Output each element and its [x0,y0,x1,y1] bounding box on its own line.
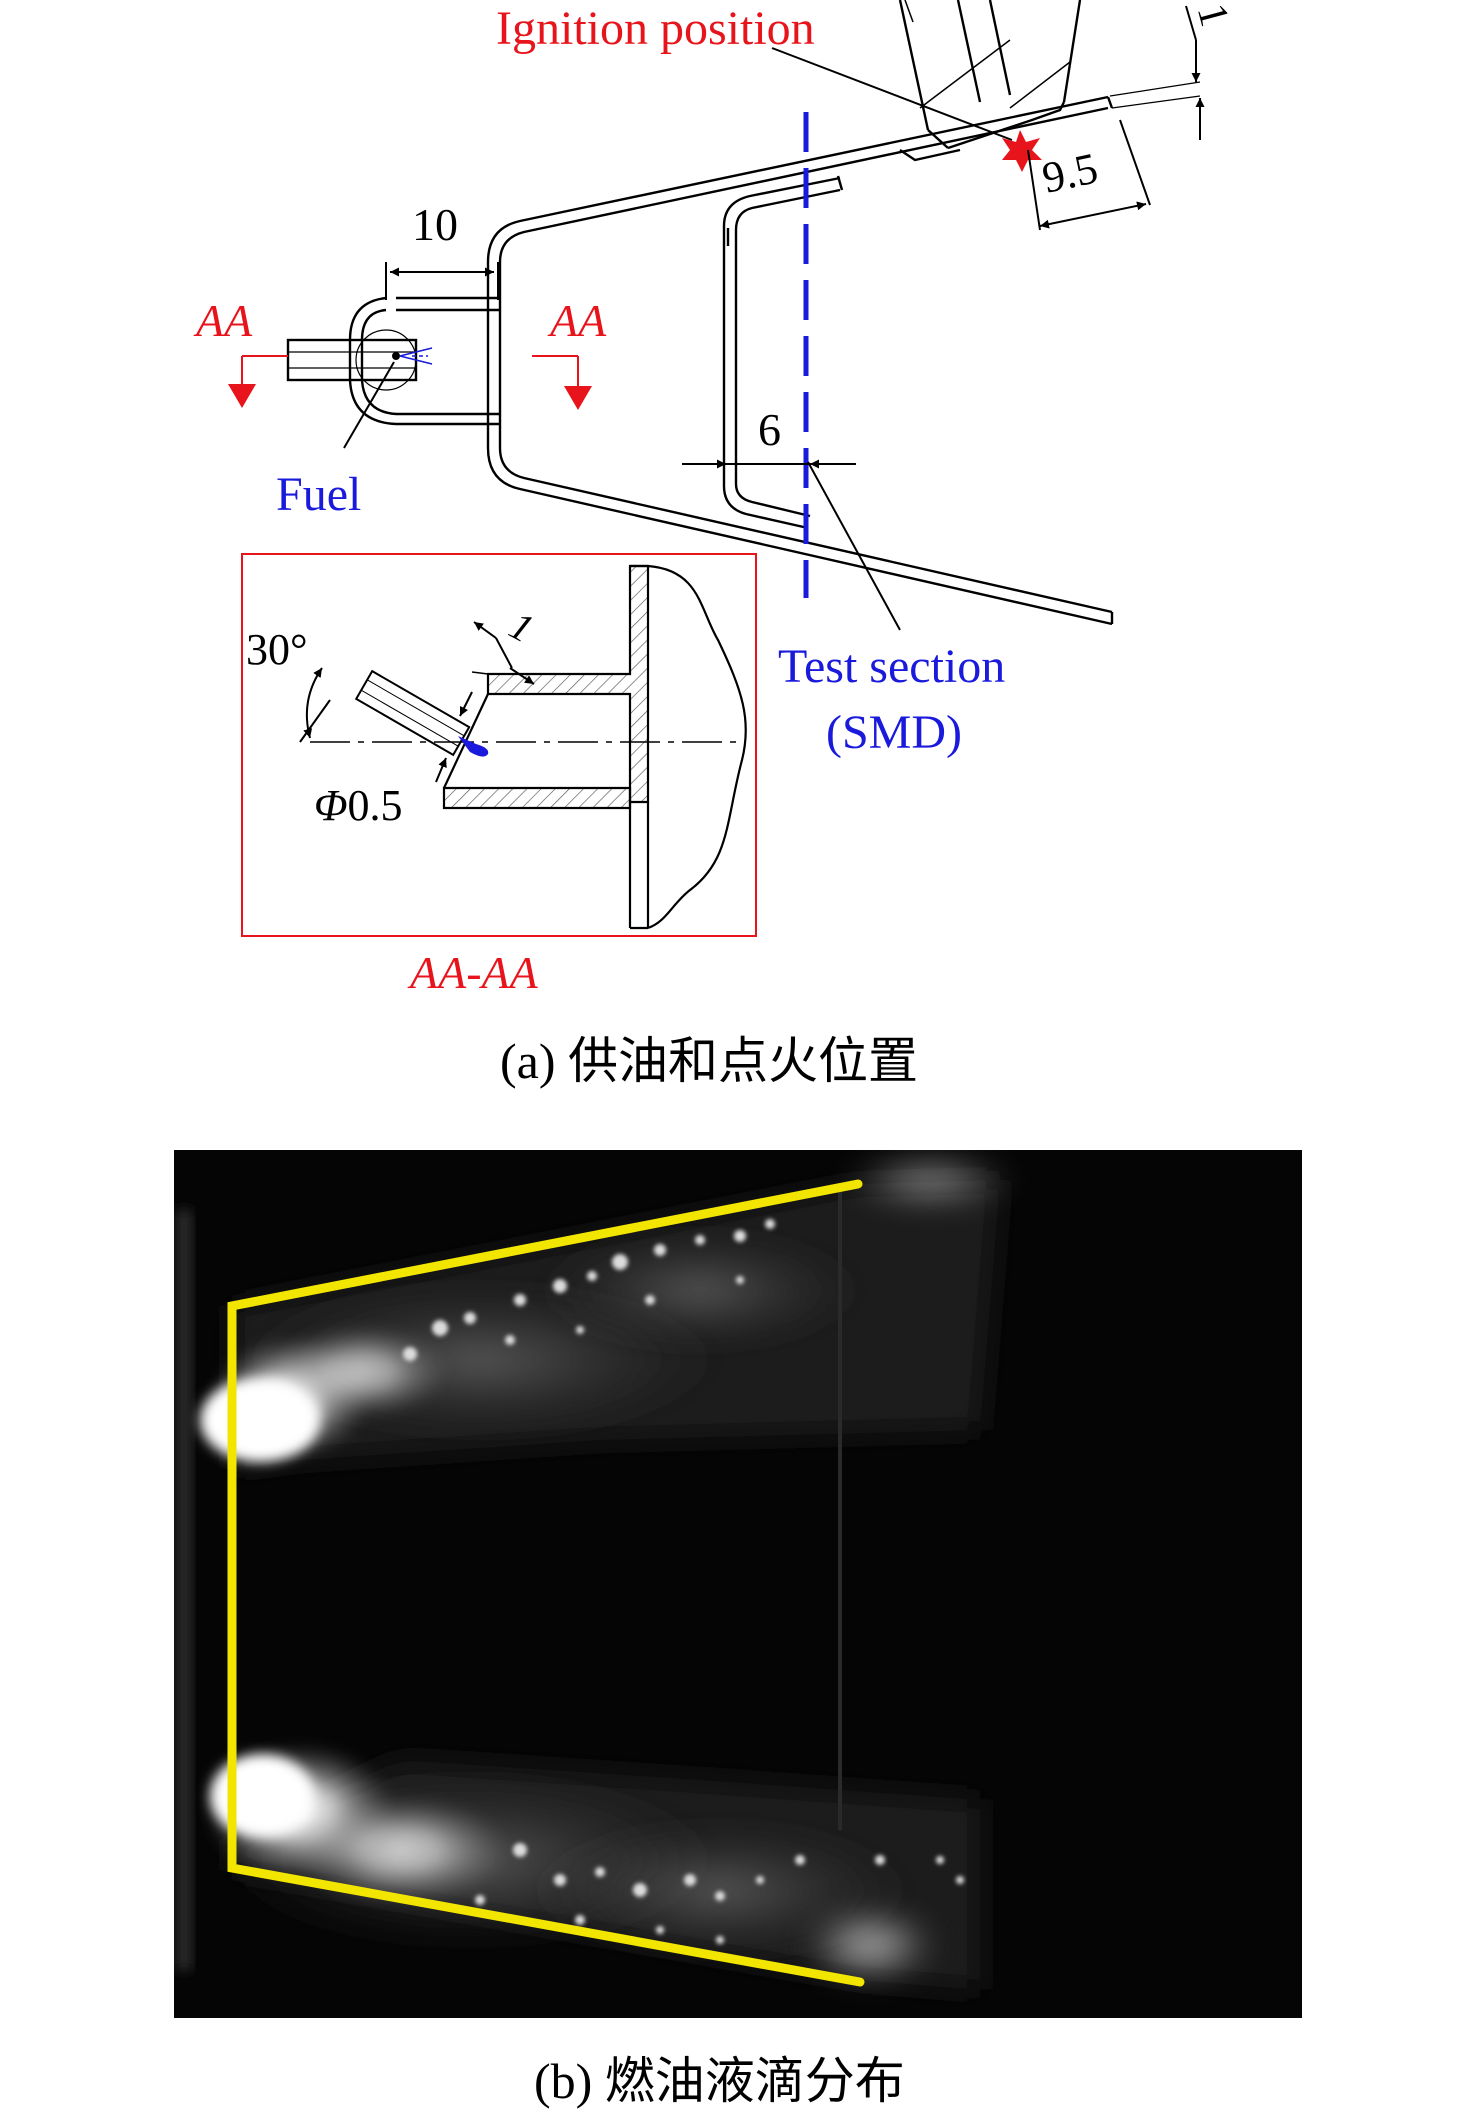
caption-a: (a) 供油和点火位置 [500,1033,918,1089]
section-label-left: AA [193,295,253,346]
dim-label-6: 6 [758,404,781,455]
dim-label-9-5: 9.5 [1038,143,1102,202]
dimension-10 [385,262,499,300]
gutter-outline [227,1179,865,1987]
inset-fuel-jet-icon [458,736,489,757]
ignition-star-icon [1002,130,1042,172]
dimension-1-inset [473,621,535,685]
angle-30-label: 30° [246,625,308,674]
dimension-1-top [1185,5,1205,140]
fuel-label: Fuel [276,468,361,521]
phi-value: 0.5 [348,781,403,830]
fuel-leader [343,361,395,449]
inset-body [442,564,747,930]
dim-label-1-top: 1 [1188,0,1238,31]
dim-label-1-inset: 1 [502,602,541,651]
droplets [403,1219,964,1944]
test-section-leader [807,461,901,631]
phi-symbol: Φ [314,781,348,830]
dimension-9-5 [1027,119,1151,231]
v-gutter [486,95,1114,626]
fuel-orifice-icon [392,352,400,360]
igniter-housing [898,0,1201,150]
panel-a-drawing: 9.5 1 Ignition position 6 Test section (… [193,0,1238,1089]
inset-injector-tube [354,669,471,757]
section-label-right: AA [547,295,607,346]
panel-b-photo [174,1150,1302,2018]
test-section-label: Test section [778,640,1005,693]
section-marker-right: AA [532,295,607,410]
smd-label: (SMD) [826,706,962,759]
inset-title: AA-AA [407,947,539,998]
ignition-leader [771,47,1013,141]
section-inset: 30° 1 Φ0.5 AA-AA [241,553,757,998]
caption-b: (b) 燃油液滴分布 [534,2053,905,2109]
fuel-injector [286,296,500,426]
angle-30 [299,667,331,743]
dimension-phi [435,691,473,783]
fuel-spray-icon [399,347,433,365]
ignition-position-label: Ignition position [496,2,815,55]
section-marker-left: AA [193,295,288,408]
dim-label-10: 10 [412,199,458,250]
phi-label: Φ0.5 [314,781,403,830]
